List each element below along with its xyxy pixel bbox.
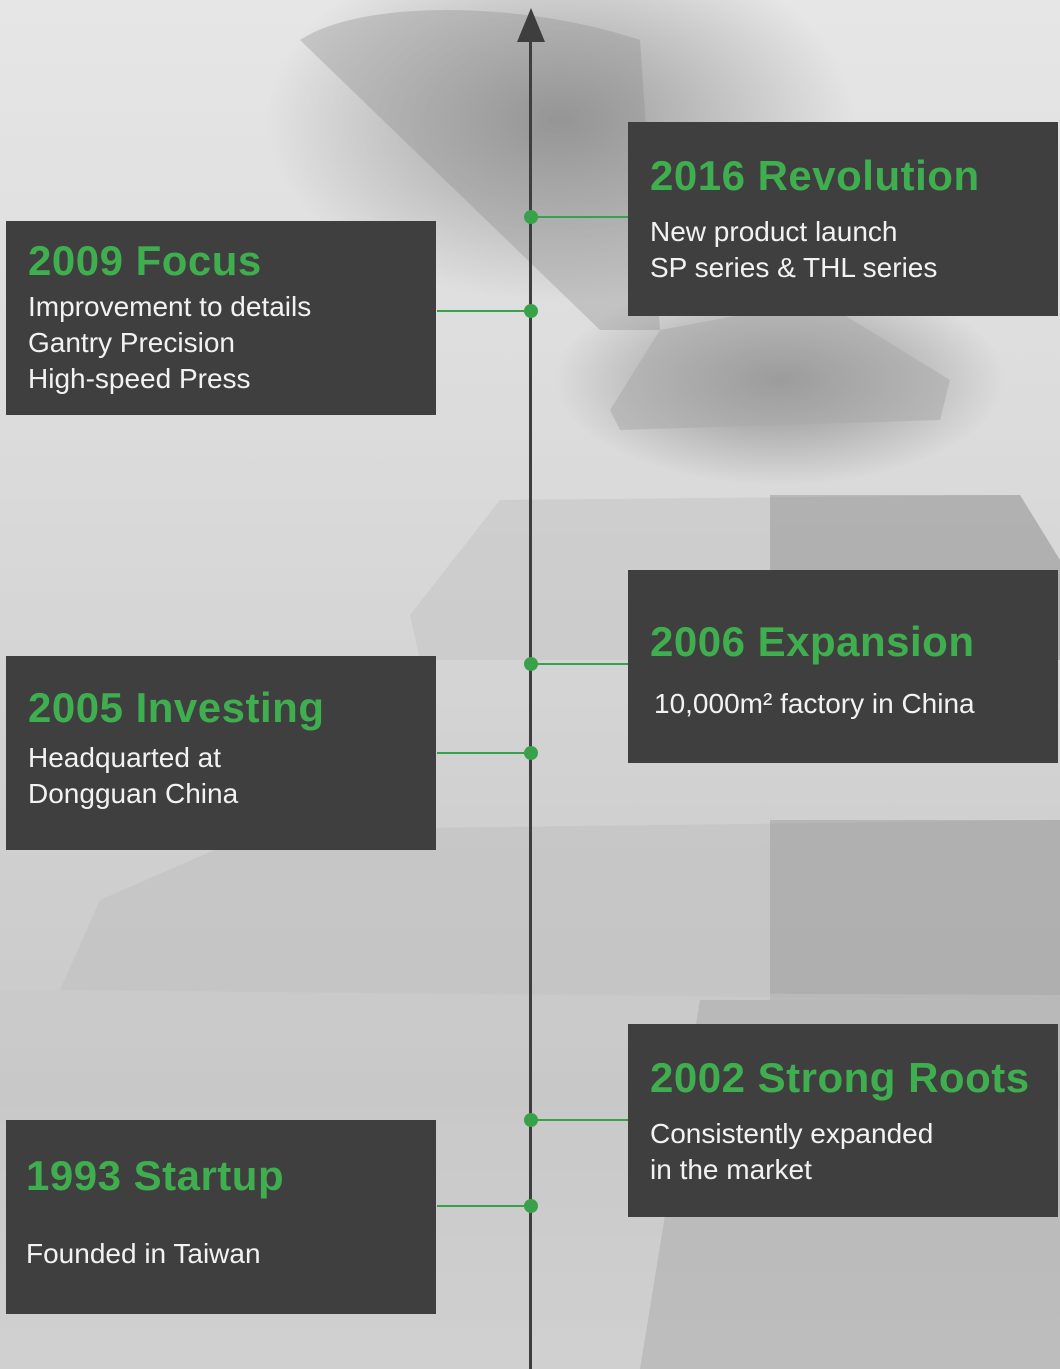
timeline-axis: [529, 28, 532, 1369]
timeline-dot-icon: [524, 1113, 538, 1127]
milestone-title: 2006 Expansion: [650, 618, 975, 665]
milestone-2009-card: 2009 Focus Improvement to details Gantry…: [6, 221, 436, 415]
milestone-title: 1993 Startup: [26, 1152, 285, 1199]
connector-2016: [531, 216, 628, 218]
milestone-line: Headquarted at: [28, 742, 222, 773]
milestone-1993-card: 1993 Startup Founded in Taiwan: [6, 1120, 436, 1314]
milestone-2002-card: 2002 Strong Roots Consistently expanded …: [628, 1024, 1058, 1217]
milestone-line: Gantry Precision: [28, 327, 235, 358]
milestone-title: 2009 Focus: [28, 237, 262, 284]
timeline-dot-icon: [524, 657, 538, 671]
milestone-line: Founded in Taiwan: [26, 1238, 261, 1269]
milestone-line: New product launch: [650, 216, 898, 247]
connector-2006: [531, 663, 628, 665]
milestone-line: Dongguan China: [28, 778, 239, 809]
up-arrow-icon: [517, 8, 545, 42]
milestone-2006-card: 2006 Expansion 10,000m² factory in China: [628, 570, 1058, 763]
milestone-2005-card: 2005 Investing Headquarted at Dongguan C…: [6, 656, 436, 850]
milestone-title: 2005 Investing: [28, 684, 325, 731]
timeline-dot-icon: [524, 210, 538, 224]
milestone-title: 2016 Revolution: [650, 152, 980, 199]
milestone-line: Improvement to details: [28, 291, 312, 322]
timeline-dot-icon: [524, 1199, 538, 1213]
milestone-line: in the market: [650, 1154, 812, 1185]
milestone-line: 10,000m² factory in China: [654, 688, 975, 719]
milestone-title: 2002 Strong Roots: [650, 1054, 1030, 1101]
timeline-dot-icon: [524, 304, 538, 318]
milestone-2016-card: 2016 Revolution New product launch SP se…: [628, 122, 1058, 316]
connector-1993: [437, 1205, 531, 1207]
milestone-line: High-speed Press: [28, 363, 251, 394]
milestone-line: SP series & THL series: [650, 252, 938, 283]
connector-2005: [437, 752, 531, 754]
milestone-line: Consistently expanded: [650, 1118, 934, 1149]
connector-2009: [437, 310, 531, 312]
connector-2002: [531, 1119, 628, 1121]
timeline-dot-icon: [524, 746, 538, 760]
